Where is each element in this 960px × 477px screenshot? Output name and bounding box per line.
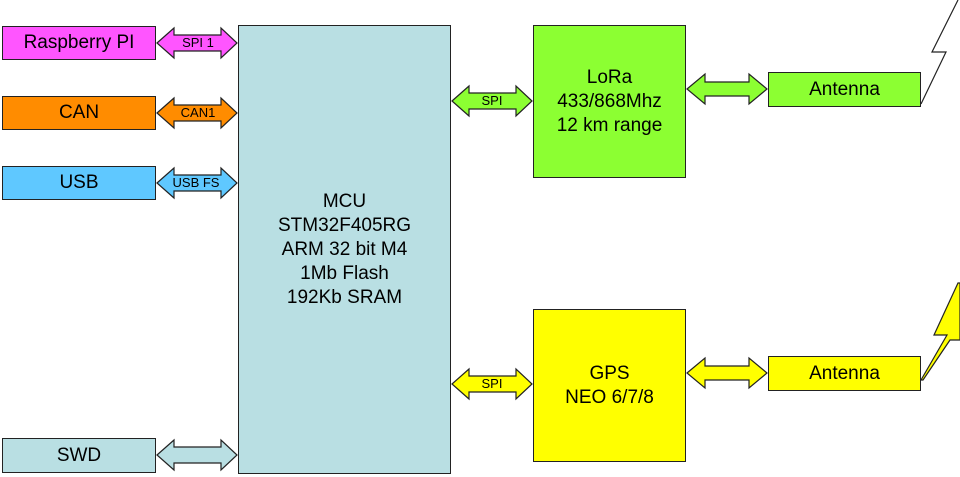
swd-label: SWD	[56, 444, 102, 466]
raspberry-mcu-arrow	[156, 26, 238, 60]
raspberry-pi-label: Raspberry PI	[23, 32, 135, 53]
raspberry-pi-block: Raspberry PI	[2, 26, 156, 60]
antenna-top-label: Antenna	[809, 78, 880, 100]
can-block: CAN	[2, 96, 156, 130]
mcu-lora-arrow	[451, 84, 533, 118]
gps-block: GPS NEO 6/7/8	[533, 309, 686, 462]
lora-antenna-signal-icon	[920, 0, 959, 105]
gps-antenna-arrow	[686, 356, 768, 390]
gps-label: GPS NEO 6/7/8	[565, 362, 654, 408]
antenna-bottom-label: Antenna	[809, 362, 880, 384]
swd-mcu-arrow	[156, 438, 238, 472]
can-label: CAN	[58, 102, 100, 123]
swd-block: SWD	[2, 438, 156, 473]
antenna-bottom-block: Antenna	[768, 356, 921, 391]
mcu-gps-arrow	[451, 367, 533, 401]
lora-block: LoRa 433/868Mhz 12 km range	[533, 25, 686, 178]
antenna-top-block: Antenna	[768, 72, 921, 107]
lora-antenna-arrow	[686, 72, 768, 106]
usb-block: USB	[2, 166, 156, 200]
lora-label: LoRa 433/868Mhz 12 km range	[556, 66, 663, 136]
usb-mcu-arrow	[156, 166, 238, 200]
usb-label: USB	[59, 172, 99, 193]
gps-antenna-signal-icon	[919, 282, 960, 381]
mcu-block: MCU STM32F405RG ARM 32 bit M4 1Mb Flash …	[238, 25, 451, 474]
mcu-label: MCU STM32F405RG ARM 32 bit M4 1Mb Flash …	[277, 190, 412, 308]
can-mcu-arrow	[156, 96, 238, 130]
